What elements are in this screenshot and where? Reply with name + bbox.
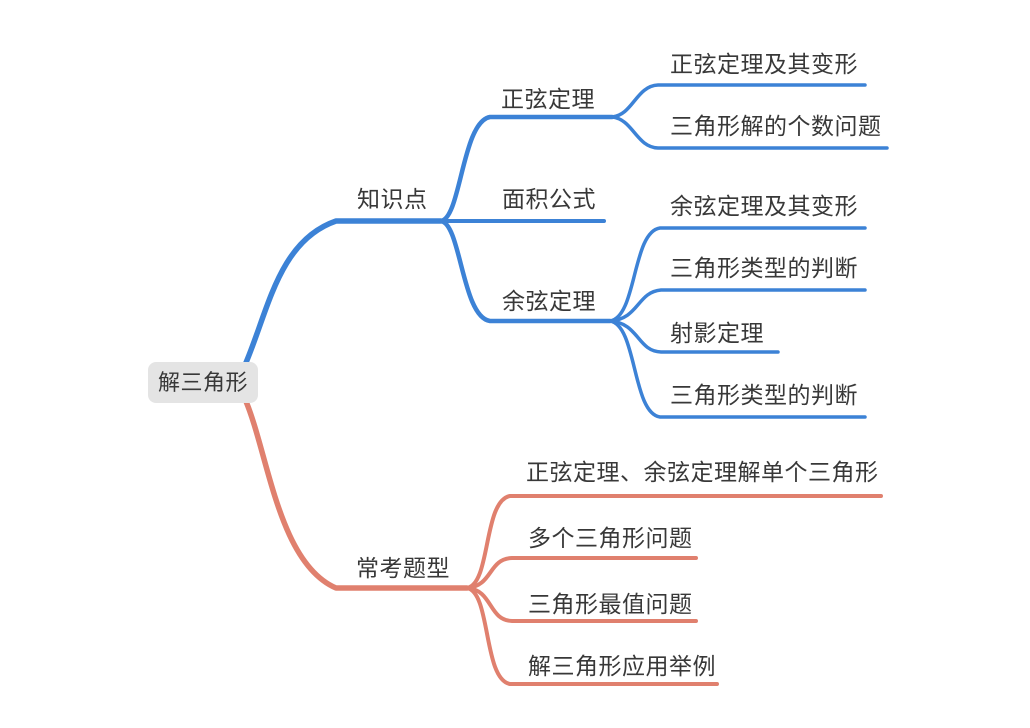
node-root[interactable]: 解三角形 (148, 362, 258, 403)
edge-sine-to-variants (610, 83, 867, 119)
node-solve-single-triangle[interactable]: 正弦定理、余弦定理解单个三角形 (526, 459, 879, 485)
node-multiple-triangles[interactable]: 多个三角形问题 (528, 525, 693, 551)
node-knowledge-points[interactable]: 知识点 (357, 186, 428, 212)
node-sine-variants[interactable]: 正弦定理及其变形 (670, 51, 858, 77)
node-solution-count[interactable]: 三角形解的个数问题 (670, 113, 882, 139)
node-cosine-variants[interactable]: 余弦定理及其变形 (670, 193, 858, 219)
edge-sine-to-solution-count (610, 115, 889, 150)
node-triangle-extremum[interactable]: 三角形最值问题 (528, 591, 693, 617)
edge-root-to-question-types (242, 396, 470, 591)
edge-root-to-knowledge (242, 218, 444, 368)
node-application-examples[interactable]: 解三角形应用举例 (528, 653, 716, 679)
node-triangle-type-2[interactable]: 三角形类型的判断 (670, 382, 858, 408)
node-sine-theorem[interactable]: 正弦定理 (501, 86, 595, 112)
node-triangle-type-1[interactable]: 三角形类型的判断 (670, 255, 858, 281)
edge-cosine-to-variants (608, 226, 867, 323)
edge-cosine-to-triangle-type-2 (608, 319, 867, 419)
node-projection-theorem[interactable]: 射影定理 (670, 320, 764, 346)
edge-knowledge-to-sine (438, 114, 615, 224)
node-area-formula[interactable]: 面积公式 (502, 186, 596, 212)
edge-questions-to-single-triangle (465, 494, 883, 590)
edge-questions-to-multiple-triangles (465, 556, 698, 590)
edge-cosine-to-triangle-type-1 (608, 288, 867, 323)
node-cosine-theorem[interactable]: 余弦定理 (502, 288, 596, 314)
edge-questions-to-applications (465, 586, 719, 686)
edge-cosine-to-projection (608, 319, 780, 354)
node-common-question-types[interactable]: 常考题型 (356, 555, 450, 581)
edge-knowledge-to-cosine (438, 218, 613, 324)
edge-questions-to-extremum (465, 586, 698, 623)
